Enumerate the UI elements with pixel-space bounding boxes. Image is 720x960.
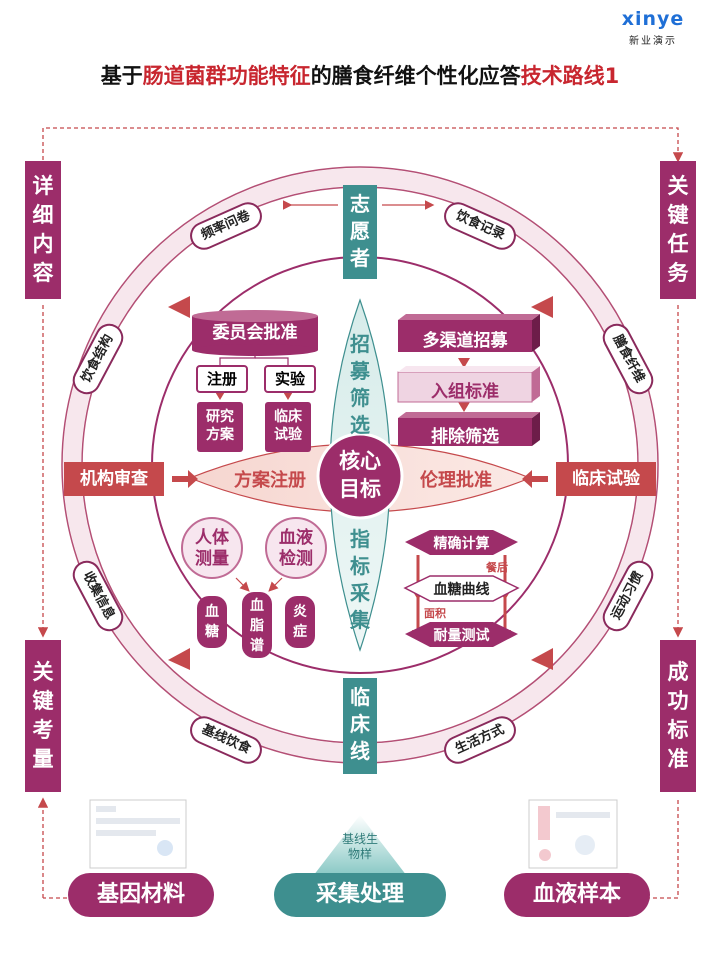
title-prefix: 基于: [100, 64, 143, 88]
glucose-curve: 血糖曲线: [433, 582, 490, 598]
committee-approval: 委员会批准: [212, 323, 298, 343]
triangle-label: 基线生物样: [341, 832, 378, 861]
register-box: 注册: [196, 365, 248, 393]
diagonal-arrows: [168, 296, 553, 670]
brand-logo: xinye 新业演示: [608, 8, 698, 47]
multi-channel-recruit: 多渠道招募: [422, 331, 508, 351]
tab-key-considerations: 关键考量: [25, 640, 61, 792]
image-left: [89, 799, 187, 869]
tl-cylinder: [192, 310, 318, 356]
tab-success-criteria: 成功标准: [660, 640, 696, 792]
inclusion-criteria: 入组标准: [431, 382, 499, 402]
tr-boxes: [397, 314, 540, 446]
anthropometry-circle: 人体测量: [195, 528, 229, 569]
center-circle: [316, 432, 404, 520]
image-right: [528, 799, 618, 869]
precise-calc: 精确计算: [433, 536, 490, 552]
logo-subtitle: 新业演示: [629, 36, 677, 47]
blood-glucose-pill: 血糖: [197, 596, 227, 648]
side-arrows: [172, 470, 548, 488]
note-postprandial: 餐后: [486, 561, 508, 574]
blood-sample-pill: 血液样本: [504, 873, 650, 917]
title-highlight-1: 肠道菌群功能特征: [142, 64, 311, 88]
research-protocol-box: 研究方案: [197, 402, 243, 452]
lipid-profile-pill: 血脂谱: [242, 592, 272, 658]
core-goal-line1: 核心: [339, 449, 381, 473]
gene-material-pill: 基因材料: [68, 873, 214, 917]
tr-down-arrows: [458, 358, 470, 412]
bl-circles: [181, 517, 327, 579]
clinical-trial-box: 临床试验: [265, 402, 311, 452]
box-institution-review: 机构审查: [64, 462, 164, 496]
title-highlight-2: 技术路线1: [520, 64, 620, 88]
axis-label-metrics: 指标采集: [350, 527, 370, 632]
page-title: 基于肠道菌群功能特征的膳食纤维个性化应答技术路线1: [0, 60, 720, 90]
bl-connectors: [235, 577, 283, 592]
title-middle: 的膳食纤维个性化应答: [310, 64, 521, 88]
note-area: 面积: [424, 607, 446, 620]
experiment-box: 实验: [264, 365, 316, 393]
axis-label-recruit: 招募筛选: [350, 332, 370, 437]
axis-label-volunteer: 志愿者: [343, 185, 377, 279]
bottom-triangle: [310, 815, 410, 880]
blood-test-circle: 血液检测: [279, 528, 313, 569]
lens-label-protocol-registration: 方案注册: [234, 470, 306, 491]
lens-label-ethics-approval: 伦理批准: [420, 470, 492, 491]
tab-key-tasks: 关键任务: [660, 161, 696, 299]
box-clinical-trial: 临床试验: [556, 462, 656, 496]
logo-text: xinye: [621, 8, 685, 30]
inflammation-pill: 炎症: [285, 596, 315, 648]
tab-detail-content: 详细内容: [25, 161, 61, 299]
collection-processing-pill: 采集处理: [274, 873, 446, 917]
axis-label-clinical-line: 临床线: [343, 678, 377, 774]
br-shapes: [403, 530, 520, 647]
core-goal-line2: 目标: [339, 477, 381, 501]
core-goal: 核心 目标: [318, 447, 402, 503]
tolerance-test: 耐量测试: [433, 628, 490, 644]
exclusion-screening: 排除筛选: [431, 427, 499, 447]
